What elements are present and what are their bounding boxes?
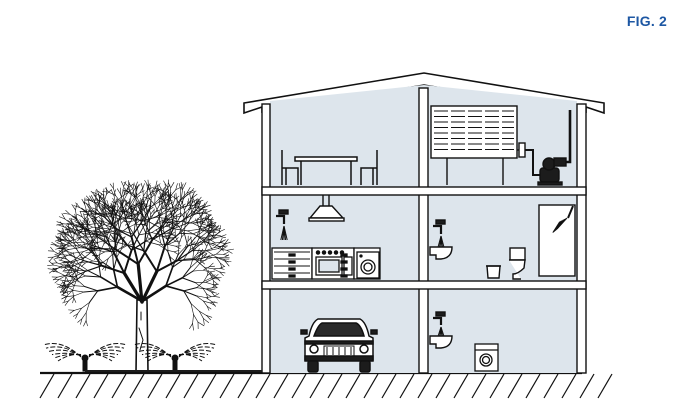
washing-machine-icon — [357, 252, 379, 278]
ground — [40, 373, 612, 398]
garden-sprinkler-icon — [43, 344, 217, 372]
center-wall — [419, 88, 428, 373]
shower-icon — [539, 205, 575, 276]
room-laundry — [428, 289, 577, 373]
washing-machine-icon-laundry — [475, 344, 498, 371]
room-upper-left — [270, 101, 419, 187]
right-wall — [577, 104, 586, 373]
ground-hatching — [40, 374, 612, 398]
left-wall — [262, 104, 270, 373]
